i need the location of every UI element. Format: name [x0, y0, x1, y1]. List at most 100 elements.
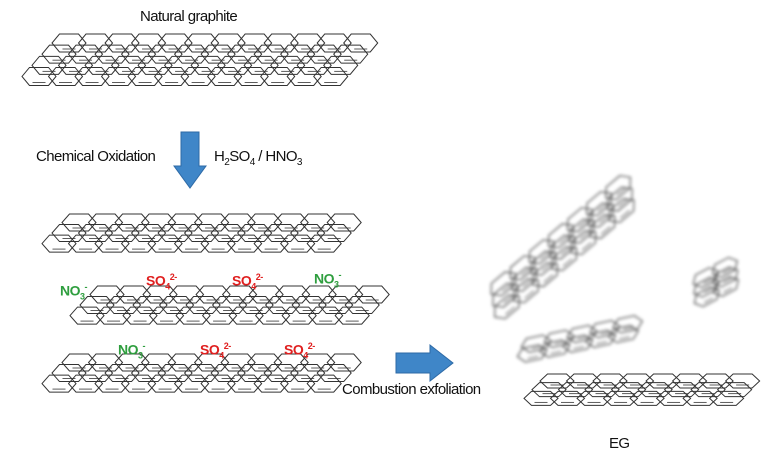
hexagon-ring: [328, 285, 364, 304]
hexagon-ring: [323, 55, 359, 75]
hexagon-ring: [531, 382, 567, 398]
double-bond-line: [562, 258, 573, 267]
hexagon-ring: [120, 44, 157, 64]
hexagon-ring: [201, 306, 238, 325]
hexagon-ring: [549, 234, 576, 260]
hexagon-ring: [568, 218, 595, 244]
hexagon-ring: [254, 306, 291, 325]
expanded-graphite-layers: [523, 373, 761, 406]
hexagon-ring: [300, 213, 336, 232]
hexagon-ring: [316, 364, 352, 383]
hexagon-ring: [127, 66, 163, 86]
double-bond-line: [723, 287, 733, 293]
hexagon-ring: [663, 382, 700, 398]
hexagon-ring: [51, 33, 87, 53]
hexagon-ring: [61, 353, 97, 372]
double-bond-line: [703, 278, 712, 284]
hexagon-ring: [233, 66, 269, 86]
hexagon-ring: [344, 296, 380, 315]
hexagon-ring: [122, 306, 158, 325]
double-bond-line: [554, 341, 566, 345]
intercalated-graphite-layers: [41, 213, 390, 393]
hexagon-ring: [105, 296, 142, 315]
hexagon-ring: [153, 66, 190, 86]
graphene-flake-small: [692, 256, 739, 308]
hexagon-ring: [200, 374, 236, 393]
hexagon-ring: [236, 364, 273, 383]
hexagon-ring: [157, 224, 193, 243]
hexagon-ring: [584, 382, 620, 398]
hexagon-ring: [157, 33, 193, 53]
hexagon-ring: [175, 306, 211, 325]
hexagon-ring: [516, 344, 548, 363]
double-bond-line: [541, 262, 552, 272]
hexagon-ring: [698, 373, 734, 389]
natural-graphite-layers: [21, 33, 379, 86]
hexagon-ring: [260, 66, 296, 86]
double-bond-line: [524, 290, 535, 299]
hexagon-ring: [226, 234, 263, 253]
hexagon-ring: [693, 286, 720, 308]
double-bond-line: [520, 267, 531, 276]
hexagon-ring: [84, 55, 120, 75]
hexagon-ring: [140, 353, 177, 372]
hexagon-ring: [236, 224, 273, 243]
hexagon-ring: [589, 214, 616, 239]
hexagon-ring: [547, 223, 574, 249]
hexagon-ring: [286, 66, 322, 86]
hexagon-ring: [549, 390, 586, 406]
hexagon-ring: [586, 191, 612, 217]
double-bond-line: [722, 268, 732, 274]
hexagon-ring: [142, 285, 178, 304]
hexagon-ring: [655, 390, 692, 406]
hexagon-ring: [51, 364, 87, 383]
hexagon-ring: [148, 306, 185, 325]
combustion-exfoliation-label: Combustion exfoliation: [342, 381, 481, 398]
hexagon-ring: [713, 276, 739, 297]
hexagon-ring: [120, 234, 157, 253]
hexagon-ring: [551, 246, 578, 272]
hexagon-ring: [246, 213, 283, 232]
hexagon-ring: [306, 374, 342, 393]
hexagon-ring: [94, 374, 130, 393]
hexagon-ring: [200, 234, 236, 253]
hexagon-ring: [147, 234, 183, 253]
hexagon-ring: [543, 329, 575, 348]
hexagon-ring: [221, 285, 258, 304]
hexagon-ring: [253, 234, 289, 253]
hexagon-ring: [692, 267, 719, 289]
hexagon-ring: [180, 66, 216, 86]
hexagon-ring: [343, 33, 379, 53]
nitrate-ion-2: NO3-: [314, 270, 342, 290]
eg-label: EG: [609, 435, 630, 452]
sulfate-ion-1: SO42-: [146, 272, 177, 292]
hexagon-ring: [273, 213, 309, 232]
hexagon-ring: [211, 296, 248, 315]
hexagon-ring: [67, 234, 104, 253]
hexagon-ring: [183, 364, 220, 383]
hexagon-ring: [511, 266, 538, 292]
hexagon-ring: [313, 66, 349, 86]
hexagon-ring: [114, 213, 150, 232]
hexagon-ring: [57, 55, 94, 75]
hexagon-ring: [566, 324, 598, 344]
hexagon-ring: [565, 373, 602, 389]
hexagon-ring: [629, 390, 665, 406]
hexagon-ring: [173, 374, 210, 393]
hexagon-ring: [671, 373, 708, 389]
hexagon-ring: [490, 271, 517, 297]
hexagon-ring: [539, 373, 575, 389]
hexagon-ring: [523, 390, 559, 406]
hexagon-ring: [120, 374, 157, 393]
hexagon-ring: [137, 55, 173, 75]
hexagon-ring: [100, 66, 137, 86]
hexagon-ring: [163, 55, 200, 75]
hexagon-ring: [31, 55, 67, 75]
hexagon-ring: [716, 382, 753, 398]
double-bond-line: [540, 251, 550, 260]
hexagon-ring: [167, 213, 203, 232]
hexagon-ring: [645, 373, 681, 389]
hexagon-ring: [243, 55, 279, 75]
hexagon-ring: [104, 224, 140, 243]
